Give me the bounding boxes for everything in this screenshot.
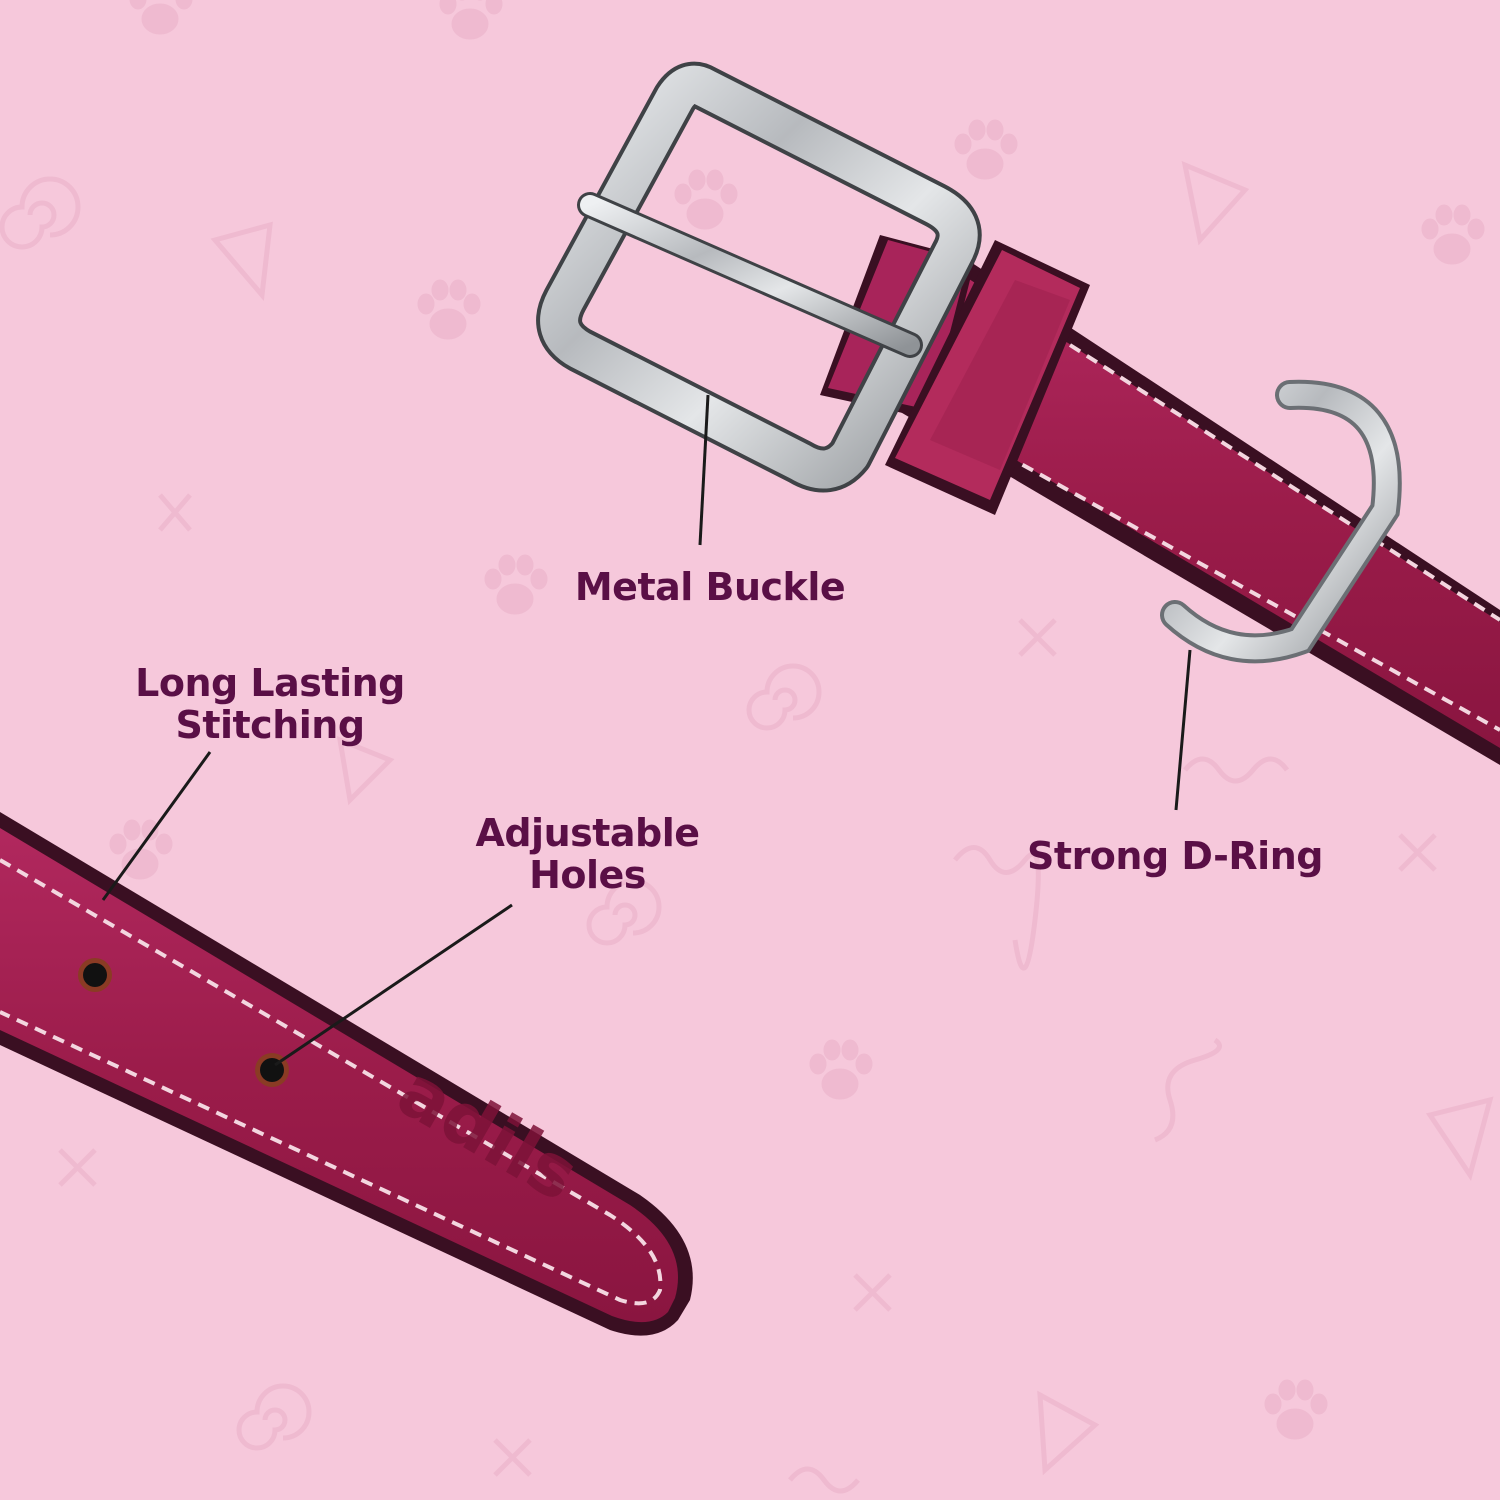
paw-print-icon (1421, 204, 1485, 265)
paw-print-icon (954, 119, 1018, 180)
stitch-line (1068, 343, 1500, 622)
paw-print-icon (809, 1039, 873, 1100)
stitching-label: Long Lasting Stitching (110, 662, 430, 746)
cross-icon (58, 1148, 97, 1187)
triangle-icon (336, 736, 395, 806)
stitching-leader-line (101, 751, 212, 901)
holes-label: Adjustable Holes (455, 812, 720, 896)
paw-print-icon (674, 169, 738, 230)
holes-text-line2: Holes (529, 853, 646, 897)
buckle-bar (580, 195, 920, 355)
d-ring-text: Strong D-Ring (1027, 834, 1323, 878)
squiggle-icon (1153, 1037, 1222, 1143)
d-ring (1164, 383, 1398, 660)
stitching-text-line2: Stitching (175, 703, 365, 747)
spiral-icon (0, 176, 81, 250)
squiggle-icon (788, 1466, 860, 1494)
spiral-icon (746, 663, 822, 731)
paw-print-icon (129, 0, 193, 35)
stitch-line (1004, 453, 1500, 732)
stitching-text-line1: Long Lasting (135, 661, 405, 705)
d-ring-label: Strong D-Ring (1010, 835, 1340, 877)
triangle-icon (1181, 160, 1250, 246)
triangle-icon (1037, 1390, 1100, 1476)
cross-icon (493, 1438, 532, 1477)
paw-print-icon (439, 0, 503, 40)
holes-leader-line (274, 903, 513, 1067)
adjustable-hole-center (83, 963, 107, 987)
collar-buckle-end (536, 61, 1500, 765)
spiral-icon (586, 878, 662, 946)
buckle-leader-line (698, 394, 710, 546)
metal-buckle-label: Metal Buckle (560, 566, 860, 608)
paw-print-icon (1264, 1379, 1328, 1440)
squiggle-icon (1183, 756, 1290, 784)
squiggle-icon (953, 845, 1041, 971)
buckle-frame (540, 65, 978, 489)
cross-icon (1398, 833, 1437, 872)
cross-icon (158, 493, 192, 532)
triangle-icon (210, 221, 273, 301)
callout-lines (101, 394, 1192, 1067)
metal-buckle-text: Metal Buckle (574, 565, 846, 609)
holes-text-line1: Adjustable (475, 811, 700, 855)
cross-icon (1018, 618, 1057, 657)
paw-print-icon (417, 279, 481, 340)
triangle-icon (1425, 1096, 1494, 1181)
d-ring-leader-line (1174, 649, 1192, 811)
paw-print-icon (484, 554, 548, 615)
spiral-icon (236, 1383, 312, 1451)
tip-stitch-line (0, 858, 663, 1306)
keeper-shade (930, 280, 1070, 470)
cross-icon (853, 1273, 892, 1312)
tip-strap-leather (0, 828, 678, 1323)
